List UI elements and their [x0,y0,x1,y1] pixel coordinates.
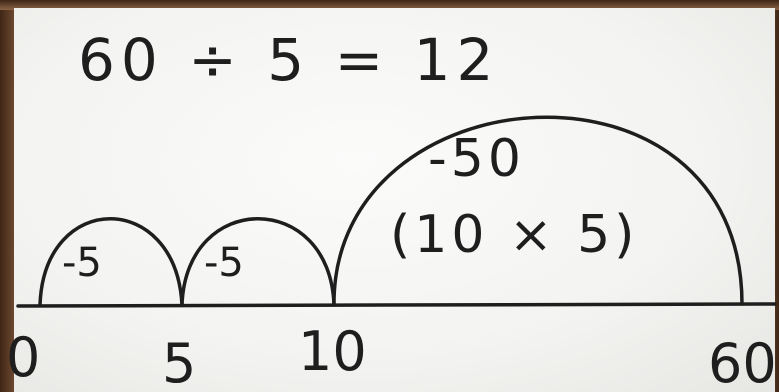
jump-label-3: -50 [428,129,525,189]
jump-note-3: (10 × 5) [390,205,638,265]
tick-label-0: 0 [6,326,40,389]
jump-label-1: -5 [62,240,102,286]
frame-top [0,0,779,10]
jump-arc-1 [38,217,184,307]
jump-label-2: -5 [204,240,244,286]
tick-label-60: 60 [708,332,777,392]
tick-label-5: 5 [162,332,196,392]
whiteboard [14,8,775,392]
jump-arc-2 [180,217,336,307]
number-line [16,302,777,308]
jump-arc-3 [332,115,744,307]
equation-text: 60 ÷ 5 = 12 [78,26,499,94]
tick-label-10: 10 [298,320,367,383]
